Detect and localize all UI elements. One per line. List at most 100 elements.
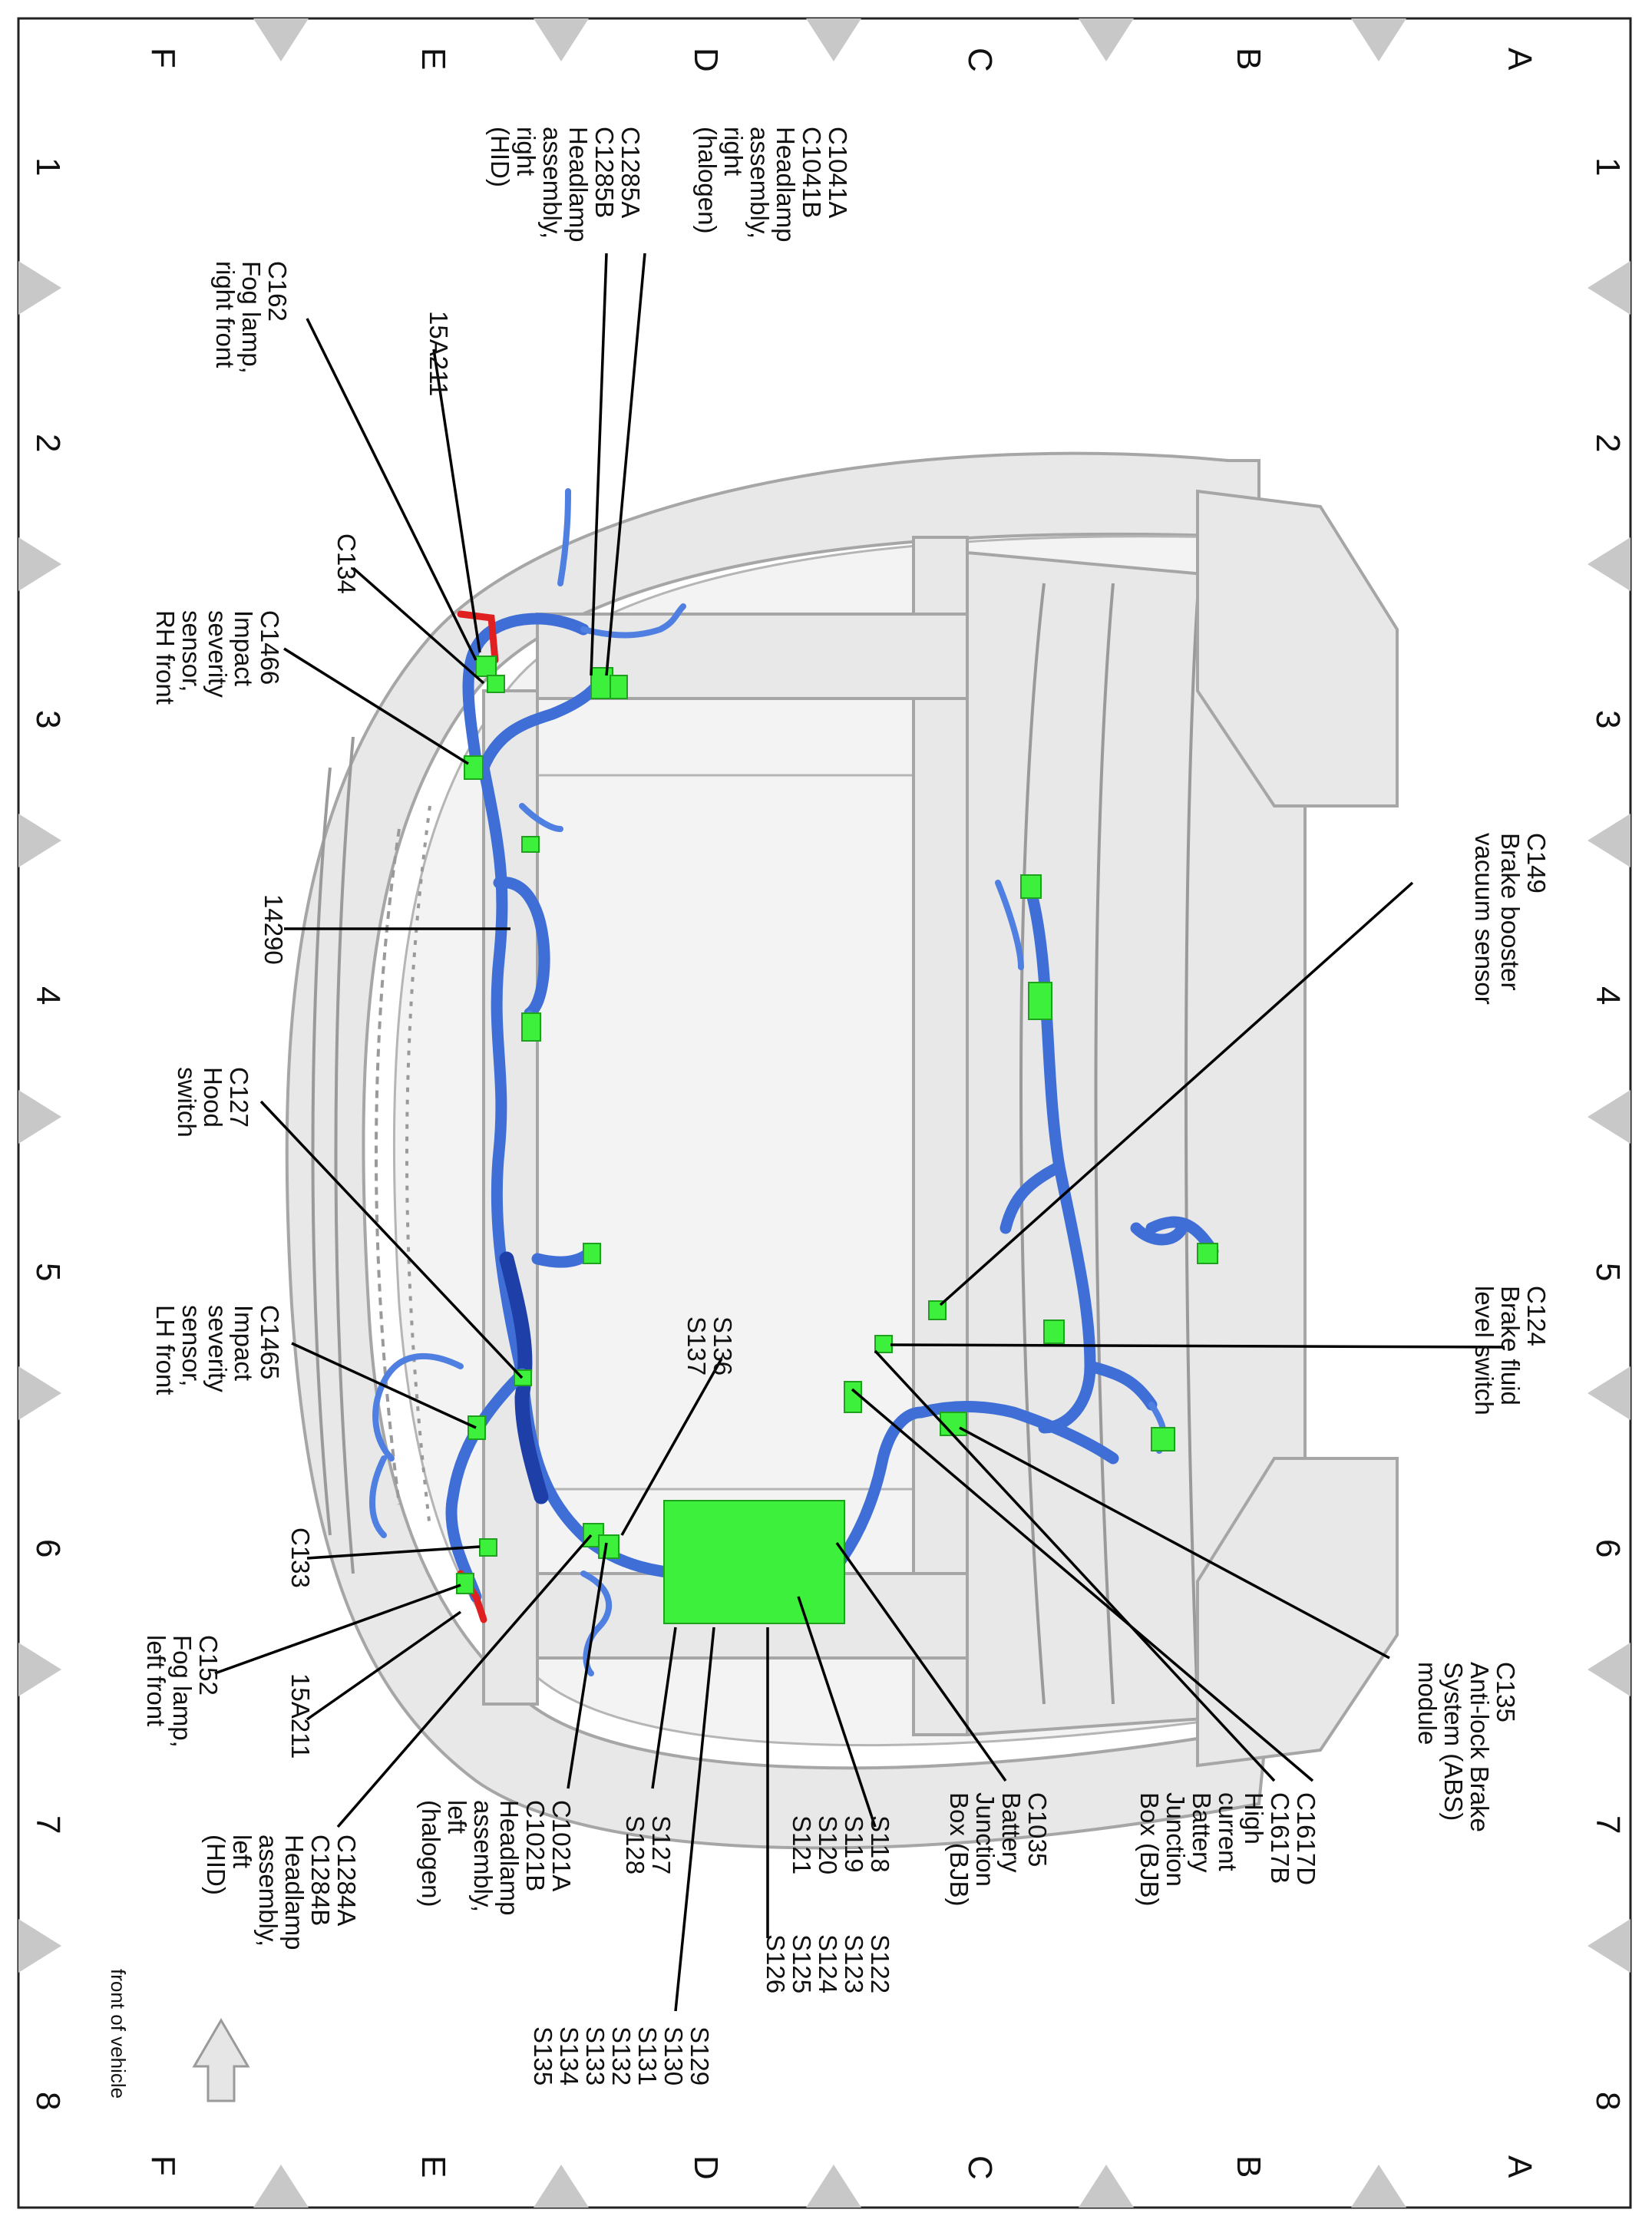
svg-text:S127S128: S127S128 [621, 1815, 676, 1874]
svg-text:C124Brake fluidlevel switch: C124Brake fluidlevel switch [1470, 1286, 1551, 1415]
grid-number-right: 3 [1589, 710, 1627, 728]
svg-text:C1041AC1041BHeadlampassembly,r: C1041AC1041BHeadlampassembly,right(halog… [693, 127, 852, 242]
connector-c1617 [844, 1381, 862, 1413]
label-15a211-top: 15A211 [425, 311, 453, 396]
grid-number-left: 3 [29, 710, 67, 728]
connector-cowl-3 [1043, 1319, 1065, 1344]
label-c124: C124Brake fluidlevel switch [1470, 1286, 1551, 1415]
grid-number-right: 7 [1589, 1815, 1627, 1834]
connector-c162 [475, 656, 497, 677]
label-s129: S129S130S131S132S133S134S135 [529, 2026, 714, 2086]
svg-text:C1617DC1617BHighcurrentBattery: C1617DC1617BHighcurrentBatteryJunctionBo… [1135, 1792, 1320, 1907]
grid-letter-top: E [415, 48, 452, 70]
grid-number-right: 8 [1589, 2092, 1627, 2110]
fuse-wire-right [457, 610, 499, 664]
label-c152: C152Fog lamp,left front [142, 1635, 223, 1748]
svg-text:S129S130S131S132S133S134S135: S129S130S131S132S133S134S135 [529, 2026, 714, 2086]
connector-cowl-5 [1151, 1427, 1175, 1452]
grid-letter-top: A [1501, 48, 1538, 71]
svg-text:C1021AC1021BHeadlampassembly,l: C1021AC1021BHeadlampassembly,left(haloge… [417, 1800, 576, 1915]
label-14290: 14290 [259, 894, 288, 965]
grid-letter-bottom: F [144, 2155, 182, 2176]
label-c162: C162Fog lamp,right front [211, 261, 292, 374]
grid-letter-top: B [1230, 48, 1267, 70]
connector-c1285 [610, 675, 628, 699]
label-line: C1041A [824, 127, 852, 218]
svg-text:C162Fog lamp,right front: C162Fog lamp,right front [211, 261, 292, 374]
front-arrow-icon [192, 2018, 250, 2102]
grid-letter-top: D [687, 48, 725, 72]
grid-markers [18, 18, 1631, 2208]
label-line: Headlamp [771, 127, 800, 242]
label-c134: C134 [332, 533, 361, 594]
grid-letter-bottom: C [961, 2155, 999, 2180]
grid-number-left: 4 [29, 986, 67, 1005]
grid-letters-bottom: A B C D E F [144, 2155, 1538, 2180]
label-s127: S127S128 [621, 1815, 676, 1874]
strut-tower-left [1196, 1457, 1399, 1768]
harness-loop-4 [493, 877, 550, 1019]
grid-letter-top: C [961, 48, 999, 72]
svg-text:C1035BatteryJunctionBox (BJB): C1035BatteryJunctionBox (BJB) [945, 1792, 1052, 1907]
svg-text:C149Brake boostervacuum sensor: C149Brake boostervacuum sensor [1470, 833, 1551, 1005]
grid-number-left: 1 [29, 157, 67, 176]
svg-text:C127Hoodswitch: C127Hoodswitch [173, 1067, 253, 1138]
label-line: C1041B [798, 127, 826, 218]
svg-text:C1465Impactseveritysensor,LH f: C1465Impactseveritysensor,LH front [151, 1305, 284, 1395]
svg-text:C1285AC1285BHeadlampassembly,r: C1285AC1285BHeadlampassembly,right(HID) [486, 127, 645, 242]
connector-bjb-stub [521, 836, 540, 853]
svg-text:C152Fog lamp,left front: C152Fog lamp,left front [142, 1635, 223, 1748]
connector-c133 [479, 1538, 497, 1557]
grid-number-left: 5 [29, 1263, 67, 1281]
grid-number-left: 2 [29, 434, 67, 452]
svg-text:15A211: 15A211 [286, 1673, 315, 1759]
svg-text:S136S137: S136S137 [682, 1316, 737, 1376]
connector-c134 [487, 675, 505, 693]
connector-c1041 [590, 667, 613, 699]
front-of-vehicle-indicator: front of vehicle [107, 1969, 250, 2102]
upper-crossmember [912, 536, 969, 1736]
label-s136: S136S137 [682, 1316, 737, 1376]
connector-left-loop [583, 1243, 601, 1264]
battery-junction-box [663, 1500, 845, 1624]
grid-number-right: 5 [1589, 1263, 1627, 1281]
label-line: assembly, [745, 127, 774, 239]
grid-letter-top: F [144, 48, 182, 68]
label-line: (halogen) [693, 127, 722, 233]
label-c1466: C1466Impactseveritysensor,RH front [151, 610, 284, 705]
connector-cowl-4 [1197, 1243, 1218, 1264]
label-c1041: C1041AC1041BHeadlampassembly,right(halog… [693, 127, 852, 242]
connector-c152 [456, 1573, 474, 1594]
connector-c1021 [598, 1534, 620, 1559]
svg-text:S122S123S124S125S126: S122S123S124S125S126 [762, 1934, 894, 1993]
connector-c1466 [464, 755, 484, 780]
svg-text:C134: C134 [332, 533, 361, 594]
grid-number-right: 2 [1589, 434, 1627, 452]
label-c127: C127Hoodswitch [173, 1067, 253, 1138]
label-c1617: C1617DC1617BHighcurrentBatteryJunctionBo… [1135, 1792, 1320, 1907]
svg-text:C1466Impactseveritysensor,RH f: C1466Impactseveritysensor,RH front [151, 610, 284, 705]
label-c133: C133 [286, 1527, 315, 1588]
label-line: right [719, 127, 748, 176]
grid-numbers-left: 1 2 3 4 5 6 7 8 [29, 157, 67, 2110]
grid-numbers-right: 1 2 3 4 5 6 7 8 [1589, 157, 1627, 2110]
label-c1284: C1284AC1284BHeadlampassembly,left(HID) [202, 1835, 361, 1950]
label-s122: S122S123S124S125S126 [762, 1934, 894, 1993]
grid-number-right: 6 [1589, 1539, 1627, 1557]
label-c1035: C1035BatteryJunctionBox (BJB) [945, 1792, 1052, 1907]
bumper-fascia [285, 451, 1269, 1850]
grid-number-left: 8 [29, 2092, 67, 2110]
connector-cowl-1 [1020, 874, 1042, 899]
label-c1285: C1285AC1285BHeadlampassembly,right(HID) [486, 127, 645, 242]
grid-number-right: 1 [1589, 157, 1627, 176]
label-s118: S118S119S120S121 [788, 1815, 894, 1874]
vehicle-front-structure [285, 451, 1399, 1850]
front-of-vehicle-label: front of vehicle [107, 1969, 130, 2099]
label-c1021: C1021AC1021BHeadlampassembly,left(haloge… [417, 1800, 576, 1915]
label-c149: C149Brake boostervacuum sensor [1470, 833, 1551, 1005]
grid-number-right: 4 [1589, 986, 1627, 1005]
connector-c124 [874, 1335, 893, 1353]
svg-text:C1284AC1284BHeadlampassembly,l: C1284AC1284BHeadlampassembly,left(HID) [202, 1835, 361, 1950]
grid-number-left: 7 [29, 1815, 67, 1834]
